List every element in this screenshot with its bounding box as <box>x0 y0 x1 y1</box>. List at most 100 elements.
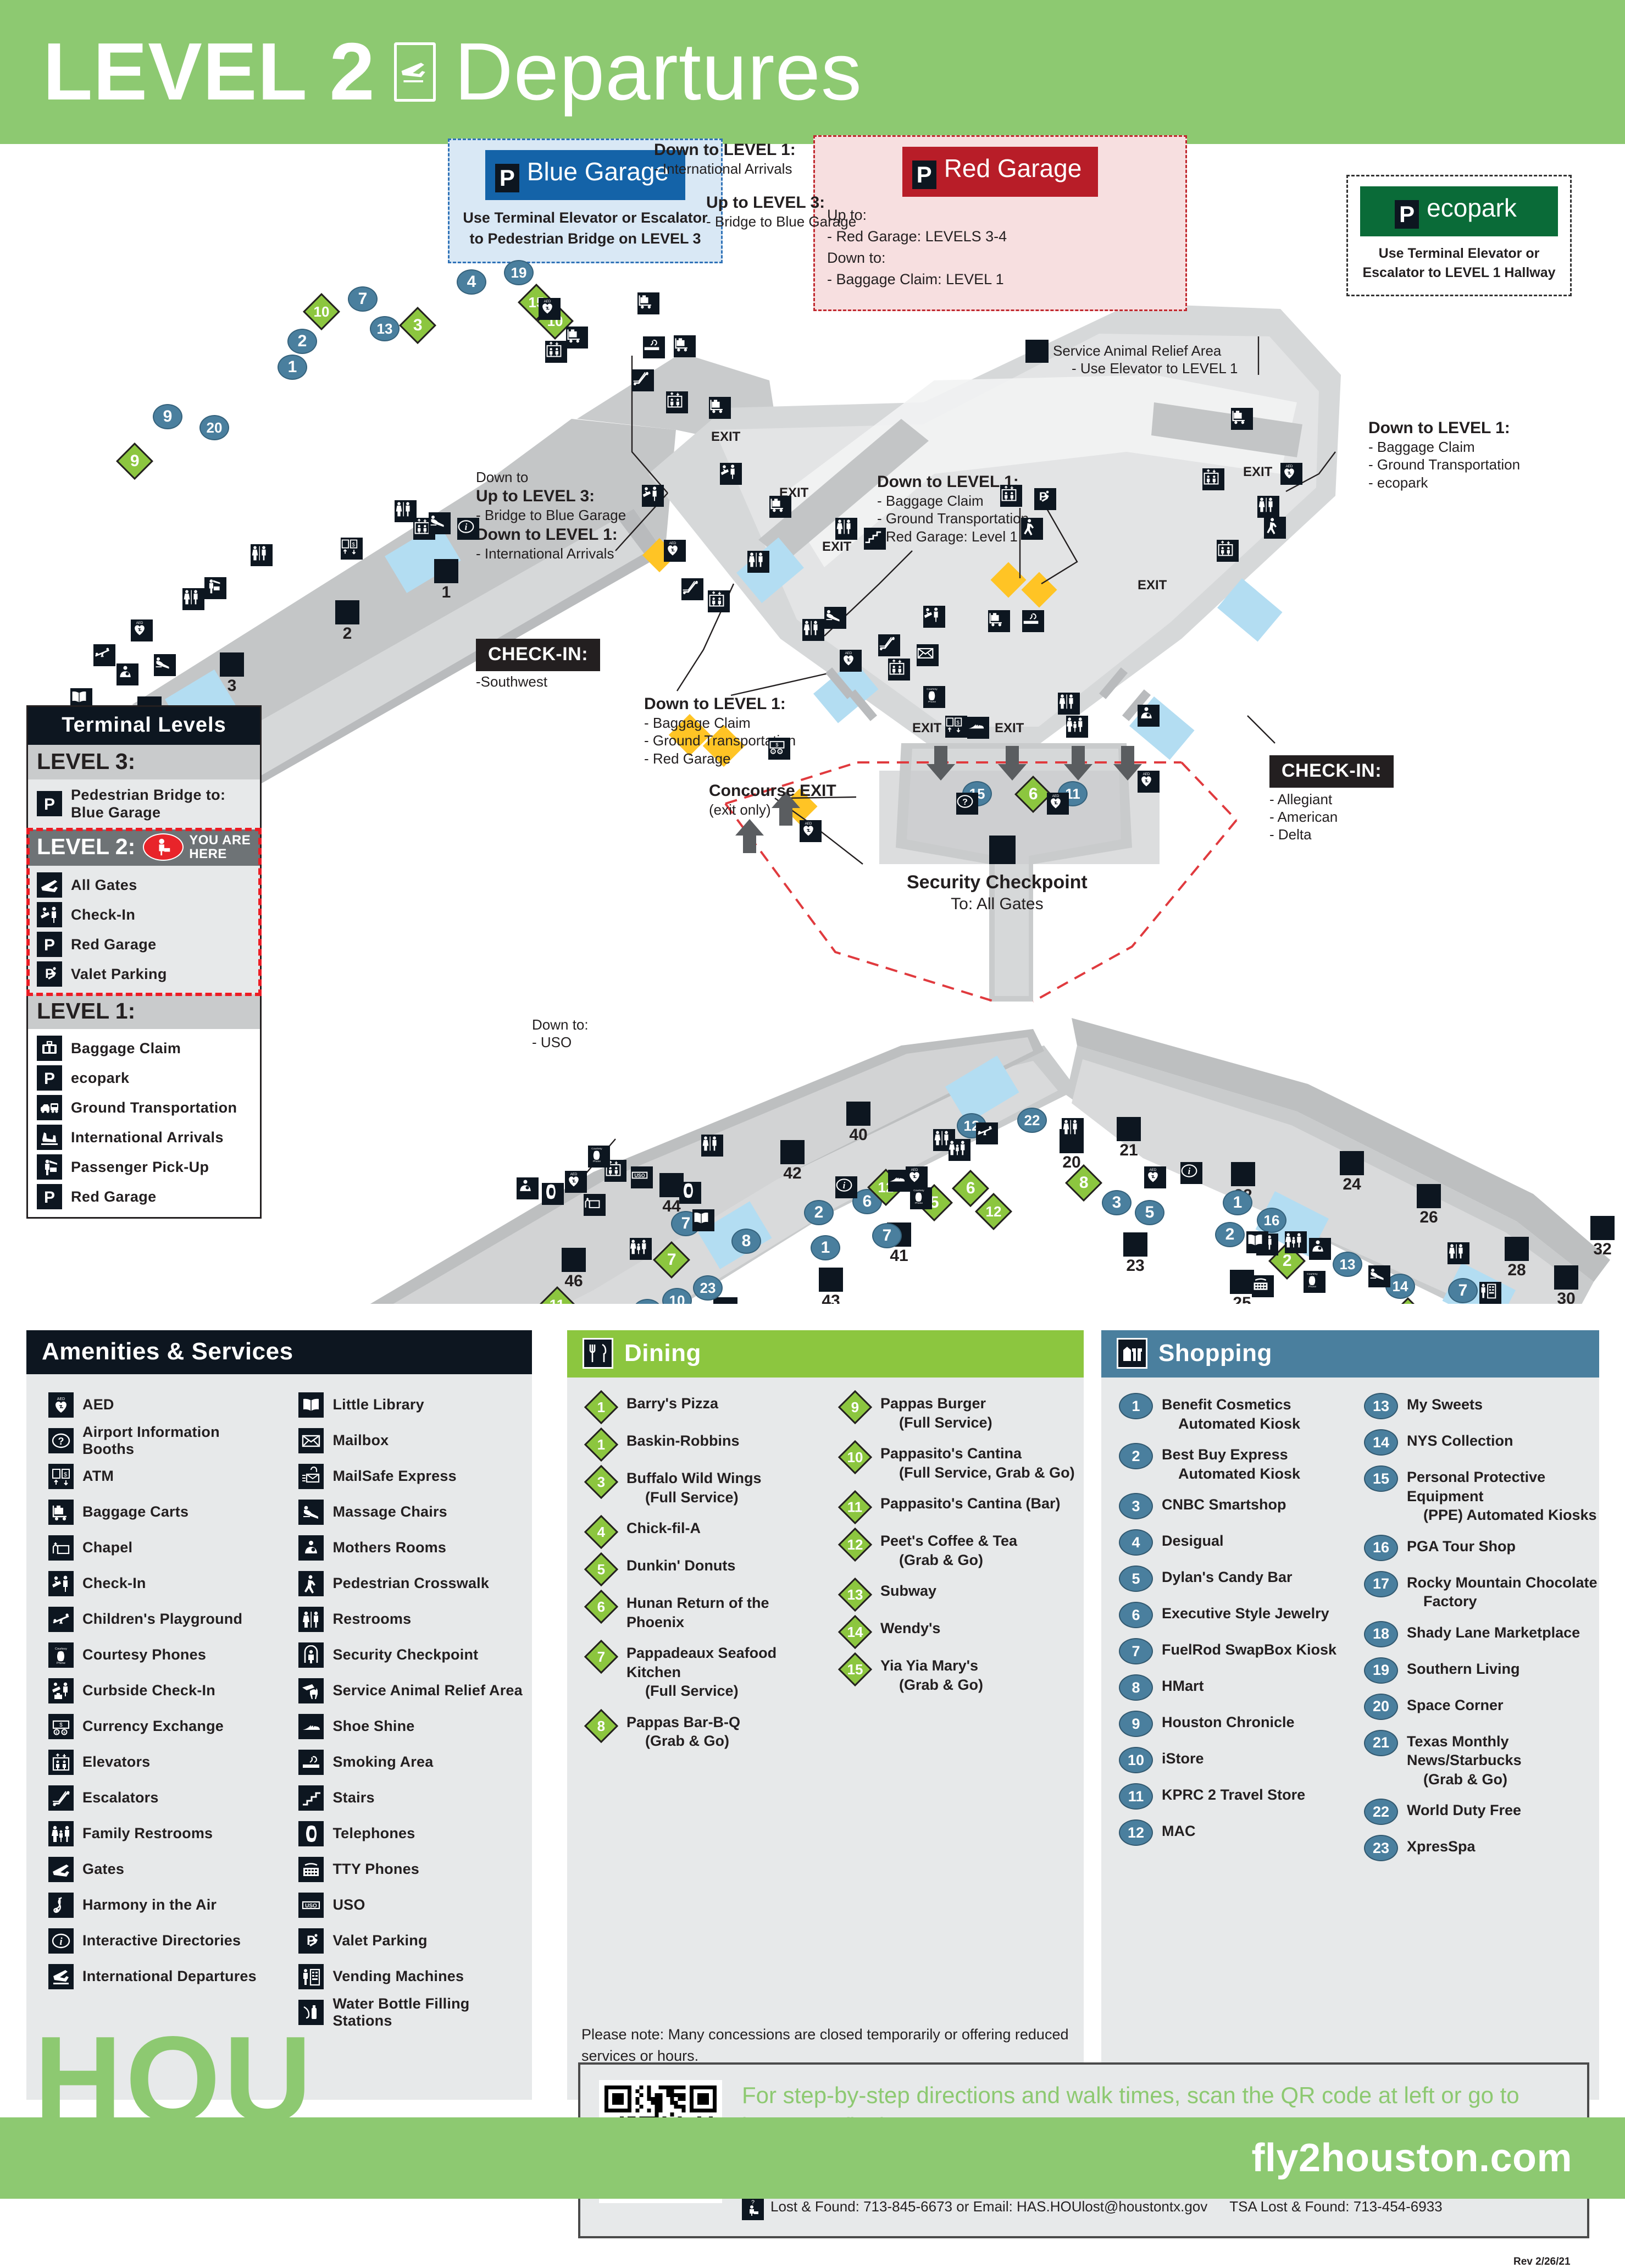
map-marker-number: 1 <box>1233 1193 1243 1212</box>
shopping-map-marker[interactable]: 1 <box>278 355 307 380</box>
concessions-note: Please note: Many concessions are closed… <box>581 2026 1069 2065</box>
shopping-map-marker[interactable]: 3 <box>1102 1190 1132 1215</box>
shopping-map-marker[interactable]: 5 <box>1135 1200 1164 1225</box>
departures-plane-icon <box>393 42 436 102</box>
map-marker-number: 4 <box>467 273 476 291</box>
shopping-map-marker[interactable]: 19 <box>504 260 534 285</box>
shopping-map-marker[interactable]: 2 <box>1215 1222 1245 1247</box>
ecopark-note: Use Terminal Elevator or <box>1378 246 1540 261</box>
gate-marker: 1 <box>434 559 458 602</box>
shopping-map-marker[interactable]: 9 <box>153 404 182 429</box>
shopping-map-marker[interactable]: 7 <box>872 1223 902 1248</box>
map-marker-number: 6 <box>966 1179 975 1197</box>
shopping-map-marker[interactable]: 1 <box>1223 1190 1252 1215</box>
plane-icon <box>1117 1117 1141 1141</box>
restroom-icon <box>1058 693 1080 715</box>
amenity-label: Currency Exchange <box>82 1718 224 1734</box>
amenity-row: Service Animal Relief Area <box>298 1673 532 1708</box>
shopping-marker: 7 <box>1119 1638 1153 1665</box>
amenity-label: ATM <box>82 1468 114 1484</box>
shopping-name: My Sweets <box>1407 1396 1483 1413</box>
shopping-map-marker[interactable]: 16 <box>1257 1208 1286 1233</box>
level-item: International Arrivals <box>37 1122 260 1152</box>
shopping-map-marker[interactable]: 13 <box>370 316 400 341</box>
shopping-map-marker[interactable]: 7 <box>348 286 378 312</box>
shopping-map-marker[interactable]: 13 <box>1333 1252 1362 1277</box>
amenity-label: Telephones <box>332 1825 415 1841</box>
checkin-icon <box>923 606 945 628</box>
dining-name: Pappadeaux Seafood Kitchen(Full Service) <box>626 1640 828 1701</box>
escalator-icon <box>48 1785 74 1811</box>
aed-icon: AED <box>131 619 153 641</box>
plane-icon <box>1231 1162 1255 1186</box>
shopping-map-marker[interactable]: 8 <box>731 1229 761 1254</box>
shopping-name: Shady Lane Marketplace <box>1407 1624 1580 1641</box>
elevator-icon <box>545 341 567 363</box>
shopping-map-marker[interactable]: 2 <box>287 329 317 354</box>
shopping-map-marker[interactable]: 2 <box>804 1200 834 1225</box>
shopping-map-marker[interactable]: 22 <box>1017 1108 1047 1133</box>
shopping-map-marker[interactable]: 14 <box>1385 1274 1415 1299</box>
shopping-map-marker[interactable]: 20 <box>199 415 229 440</box>
amenity-row: Water Bottle Filling Stations <box>298 1995 532 2029</box>
info-icon: i <box>835 1176 857 1198</box>
amenity-label: Little Library <box>332 1396 424 1413</box>
amenity-label: Mothers Rooms <box>332 1539 447 1556</box>
dining-marker-number: 6 <box>597 1598 606 1615</box>
dining-marker-number: 10 <box>847 1448 863 1465</box>
shopping-marker: 1 <box>1119 1393 1153 1419</box>
water-bottle-icon <box>298 1999 324 2025</box>
amenity-label: TTY Phones <box>332 1861 419 1877</box>
shopping-map-marker[interactable]: 7 <box>1448 1278 1478 1303</box>
shopping-map-marker[interactable]: 1 <box>811 1235 840 1260</box>
shopping-map-marker[interactable]: 23 <box>693 1275 723 1301</box>
amenity-label: MailSafe Express <box>332 1468 457 1484</box>
shopping-marker: 21 <box>1364 1729 1398 1756</box>
shopping-map-marker[interactable]: 4 <box>457 269 486 295</box>
shopping-marker: 23 <box>1364 1835 1398 1862</box>
